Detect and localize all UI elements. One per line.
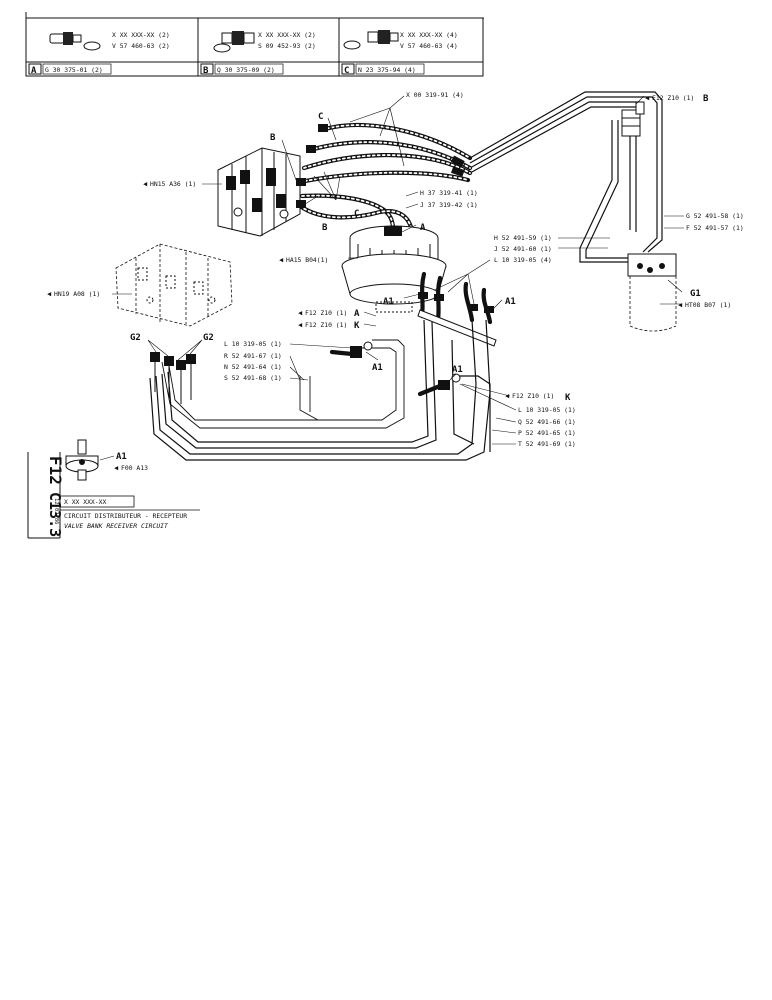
mounting-bracket: [417, 309, 497, 347]
callout-f12-a: F12 Z10 (1): [305, 309, 347, 317]
callout-letter-b-top: B: [703, 94, 709, 104]
callout-g52: G 52 491-58 (1): [686, 212, 744, 220]
callout-hn15: HN15 A36 (1): [150, 180, 196, 188]
callout-f12-k2: F12 Z10 (1): [512, 392, 554, 400]
callout-f12-k-letter: K: [354, 321, 360, 331]
callout-h52: H 52 491-59 (1): [494, 234, 552, 242]
legend-a-letter: A: [31, 66, 37, 76]
callout-letter-a: A: [420, 223, 426, 233]
g2-fittings: [150, 352, 196, 404]
group-code: F12: [46, 456, 65, 485]
callout-r52: R 52 491-67 (1): [224, 352, 282, 360]
leader-lines: [99, 95, 684, 461]
callout-n52: N 52 491-64 (1): [224, 363, 282, 371]
legend-b-letter: B: [203, 66, 209, 76]
title-fr: CIRCUIT DISTRIBUTEUR - RECEPTEUR: [64, 512, 187, 520]
arrow-left-icon: ◀: [114, 464, 119, 472]
o-ring-icon: [343, 40, 361, 50]
arrow-left-icon: ◀: [279, 256, 284, 264]
fitting-icon: [221, 31, 255, 45]
callout-x00: X 00 319-91 (4): [406, 91, 464, 99]
arrow-left-icon: ◀: [298, 309, 303, 317]
legend-a-line1: X XX XXX-XX (2): [112, 31, 170, 39]
legend-table: X XX XXX-XX (2) V 57 460-63 (2) A G 30 3…: [25, 12, 484, 77]
callout-letter-b: B: [270, 133, 276, 143]
legend-box-a: X XX XXX-XX (2) V 57 460-63 (2) A G 30 3…: [28, 31, 170, 76]
callout-letter-a1-left: A1: [383, 297, 394, 307]
arrow-left-icon: ◀: [678, 301, 683, 309]
title-block: F12 C13.3 12-02-86 X XX XXX-XX CIRCUIT D…: [27, 452, 200, 539]
callout-ha15: HA15 B04(1): [286, 256, 328, 264]
callout-f12-k: F12 Z10 (1): [305, 321, 347, 329]
date-stamp: 12-02-86: [53, 498, 59, 525]
connector-block-b: [621, 101, 645, 137]
callout-p52: P 52 491-65 (1): [518, 429, 576, 437]
callout-f12-k2-letter: K: [565, 393, 571, 403]
legend-c-line1: X XX XXX-XX (4): [400, 31, 458, 39]
callout-letter-g2-right: G2: [203, 333, 214, 343]
callout-letter-b2: B: [322, 223, 328, 233]
legend-b-part: Q 30 375-09 (2): [217, 66, 275, 74]
arrow-left-icon: ◀: [298, 321, 303, 329]
lower-pipe-bundle: [149, 319, 491, 461]
legend-c-line2: V 57 460-63 (4): [400, 42, 458, 50]
callout-l10-1b: L 10 319-05 (1): [518, 406, 576, 414]
valve-bank-hn19: [115, 243, 233, 327]
callout-q52: Q 52 491-66 (1): [518, 418, 576, 426]
callout-j52: J 52 491-60 (1): [494, 245, 552, 253]
page-code: C13.3: [46, 492, 64, 537]
fitting-icon: [49, 32, 82, 45]
arrow-left-icon: ◀: [505, 392, 510, 400]
callout-t52: T 52 491-69 (1): [518, 440, 576, 448]
callout-f52: F 52 491-57 (1): [686, 224, 744, 232]
legend-box-b: X XX XXX-XX (2) S 09 452-93 (2) B Q 30 3…: [200, 31, 316, 76]
legend-box-c: X XX XXX-XX (4) V 57 460-63 (4) C N 23 3…: [341, 30, 458, 76]
f00-fitting: [65, 439, 99, 481]
receiver-ht08: [627, 253, 677, 332]
callout-j37: J 37 319-42 (1): [420, 201, 478, 209]
hose-fitting-l10-left: [329, 341, 373, 358]
callout-l10-4: L 10 319-05 (4): [494, 256, 552, 264]
callout-s52: S 52 491-68 (1): [224, 374, 282, 382]
callout-letter-g2-left: G2: [130, 333, 141, 343]
callout-f12-a-letter: A: [354, 309, 360, 319]
callout-letter-a1-low: A1: [452, 365, 463, 375]
arrow-left-icon: ◀: [47, 290, 52, 298]
title-en: VALVE BANK RECEIVER CIRCUIT: [64, 522, 169, 530]
valve-bank-hn15: [217, 147, 301, 237]
o-ring-icon: [83, 41, 101, 51]
legend-c-letter: C: [344, 66, 349, 76]
tank-ha15: [341, 225, 447, 313]
legend-a-line2: V 57 460-63 (2): [112, 42, 170, 50]
legend-a-part: G 30 375-01 (2): [45, 66, 103, 74]
reference-number: X XX XXX-XX: [64, 498, 106, 506]
callout-letter-a1-right: A1: [505, 297, 516, 307]
callout-letter-a1-f00: A1: [116, 452, 127, 462]
callout-letter-g1: G1: [690, 289, 701, 299]
callout-h37: H 37 319-41 (1): [420, 189, 478, 197]
callout-letter-a1-mid: A1: [372, 363, 383, 373]
callout-f12-b: F12 Z10 (1): [652, 94, 694, 102]
fitting-icon: [367, 30, 399, 44]
callout-hn19: HN19 A08 (1): [54, 290, 100, 298]
hydraulic-hoses: [296, 123, 473, 235]
callout-letter-c2: C: [354, 209, 359, 219]
callout-texts: X 00 319-91 (4) F12 Z10 (1) ◀ B C B ◀ HN…: [47, 91, 744, 472]
o-ring-icon: [213, 43, 231, 53]
legend-c-part: N 23 375-94 (4): [358, 66, 416, 74]
legend-b-line2: S 09 452-93 (2): [258, 42, 316, 50]
callout-ht08: HT08 B07 (1): [685, 301, 731, 309]
callout-f00: F00 A13: [121, 464, 148, 472]
callout-letter-c: C: [318, 112, 323, 122]
callout-l10-1a: L 10 319-05 (1): [224, 340, 282, 348]
arrow-left-icon: ◀: [143, 180, 148, 188]
arrow-left-icon: ◀: [645, 94, 650, 102]
legend-b-line1: X XX XXX-XX (2): [258, 31, 316, 39]
